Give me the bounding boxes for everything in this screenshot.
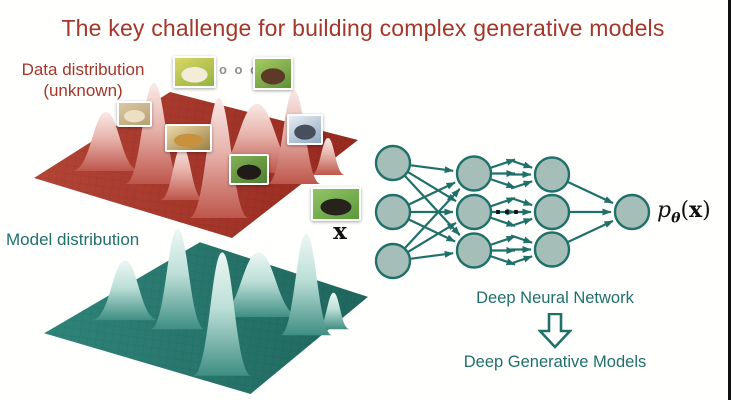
teal-surface-peak — [192, 252, 252, 376]
network-edge — [510, 217, 533, 228]
network-node — [374, 242, 412, 280]
network-edge — [566, 219, 614, 244]
network-edge — [510, 196, 533, 207]
dog-photo-bernese — [311, 187, 361, 221]
network-edge — [407, 181, 456, 206]
slide-title: The key challenge for building complex g… — [61, 15, 665, 41]
dog-photo-fluffy-in-flowers — [173, 56, 216, 88]
dog-photo-golden-retriever — [165, 124, 212, 152]
network-node — [533, 193, 571, 231]
network-edge — [566, 180, 614, 205]
network-edge — [409, 250, 454, 260]
teal-surface-peak — [216, 252, 302, 318]
red-surface-peak — [311, 138, 345, 175]
network-edge — [403, 188, 461, 250]
data-distribution-label: Data distribution (unknown) — [4, 59, 162, 101]
teal-surface-peak — [91, 260, 159, 321]
network-node — [455, 155, 493, 192]
network-edge — [489, 158, 516, 170]
network-node — [455, 193, 493, 231]
sample-x-label: x — [333, 218, 347, 245]
network-edge — [510, 180, 533, 190]
network-edge — [489, 254, 516, 266]
network-edge — [510, 234, 533, 244]
network-node — [533, 156, 571, 193]
neural-network-diagram — [374, 144, 651, 280]
dog-photo-brown-puppy — [253, 57, 293, 90]
bottom-caption: Deep Neural Network Deep Generative Mode… — [432, 289, 678, 372]
network-edge — [489, 235, 516, 247]
slide-right-border — [728, 0, 731, 400]
network-edge — [407, 218, 456, 243]
x-argument: x — [689, 197, 703, 223]
data-distribution-note: (unknown) — [43, 81, 123, 100]
output-density-label: pθ(x) — [657, 197, 711, 227]
network-node — [533, 231, 571, 268]
hidden-layers-ellipsis: ... — [494, 195, 521, 219]
more-samples-ellipsis: o o o — [219, 62, 261, 77]
red-surface-peak — [189, 98, 249, 218]
model-distribution-surface — [44, 229, 368, 394]
network-edge — [489, 216, 516, 228]
data-distribution-surface — [34, 83, 358, 238]
dog-photo-husky — [287, 114, 323, 145]
red-surface-peak — [160, 146, 204, 200]
dog-photo-rottweiler — [229, 154, 269, 185]
model-distribution-label: Model distribution — [6, 230, 140, 249]
network-edge — [510, 159, 533, 169]
theta-subscript: θ — [671, 210, 681, 227]
network-node — [374, 144, 412, 182]
deep-generative-models-label: Deep Generative Models — [463, 353, 647, 371]
network-edge — [489, 196, 516, 208]
network-node — [374, 193, 412, 231]
network-node — [613, 193, 651, 231]
dog-photo-cream-dog — [117, 101, 152, 127]
network-edge — [409, 164, 454, 174]
red-surface-peak — [72, 112, 140, 171]
deep-neural-network-label: Deep Neural Network — [476, 289, 634, 307]
teal-surface-peak — [279, 234, 333, 336]
down-arrow-icon — [536, 312, 574, 349]
network-edge — [510, 255, 533, 265]
p-symbol: p — [657, 198, 672, 223]
network-edge — [406, 221, 457, 254]
network-edge — [489, 177, 516, 189]
teal-surface-peak — [150, 229, 206, 330]
network-edge — [406, 170, 457, 203]
network-node — [455, 232, 493, 269]
data-distribution-text: Data distribution — [21, 60, 145, 79]
teal-surface-peak — [317, 292, 350, 330]
red-surface-peak — [125, 83, 183, 184]
